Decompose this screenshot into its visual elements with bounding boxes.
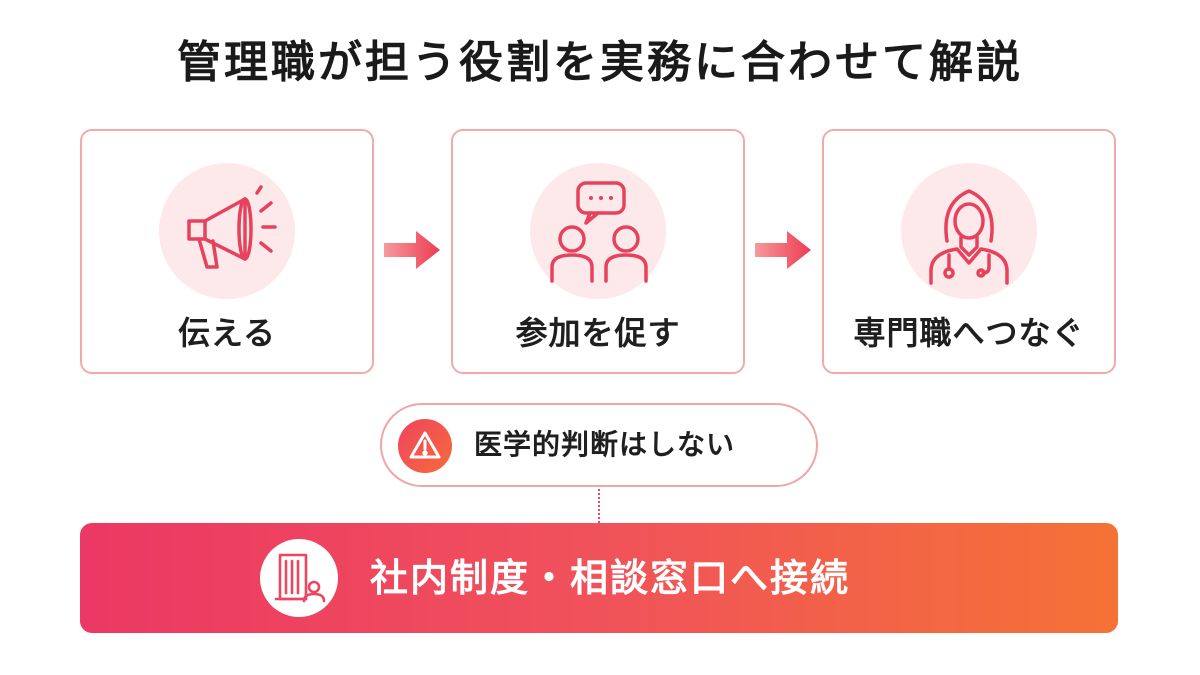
page-title: 管理職が担う役割を実務に合わせて解説 [177,37,1023,88]
step-card-communicate: 伝える [80,129,374,374]
megaphone-icon [159,163,295,299]
warning-pill: 医学的判断はしない [380,403,818,487]
step-label: 専門職へつなぐ [853,314,1085,352]
arrow-right-icon [755,231,811,269]
step-card-refer: 専門職へつなぐ [822,129,1116,374]
building-icon [260,539,338,617]
connection-banner: 社内制度・相談窓口へ接続 [80,523,1118,633]
step-label: 参加を促す [515,314,681,352]
step-card-encourage: 参加を促す [451,129,745,374]
arrow-right-icon [384,231,440,269]
warning-icon [398,419,452,473]
step-label: 伝える [177,314,277,352]
dotted-connector [598,489,600,523]
warning-text: 医学的判断はしない [474,428,736,461]
discussion-icon [530,163,666,299]
doctor-icon [901,163,1037,299]
banner-text: 社内制度・相談窓口へ接続 [370,556,851,600]
